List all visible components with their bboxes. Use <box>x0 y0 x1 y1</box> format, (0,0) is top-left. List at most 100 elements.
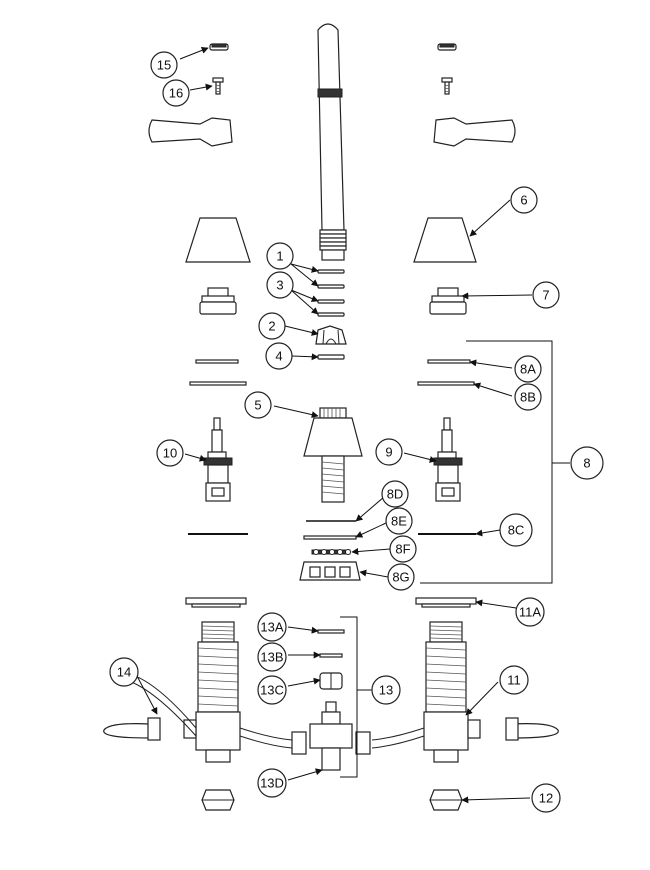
svg-text:13D: 13D <box>260 776 284 791</box>
svg-text:11: 11 <box>507 673 521 688</box>
part-13a-washer <box>317 629 345 634</box>
part-1-oring-a <box>317 269 345 274</box>
svg-text:13A: 13A <box>260 620 283 635</box>
svg-text:8F: 8F <box>395 542 410 557</box>
leader-11a <box>475 599 517 609</box>
part-8b-gasket-left <box>189 381 247 386</box>
part-13d-tee <box>309 701 353 771</box>
leader-8f <box>351 548 391 555</box>
part-16-screw-left <box>212 77 224 95</box>
part-4-washer <box>317 354 345 360</box>
leader-11 <box>465 681 499 716</box>
part-14-hose-right <box>355 717 559 755</box>
callout-13d: 13D <box>257 768 287 798</box>
callout-13c: 13C <box>257 675 287 705</box>
svg-text:15: 15 <box>157 58 171 73</box>
svg-text:9: 9 <box>385 445 392 460</box>
part-6-escutcheon-right <box>413 217 477 263</box>
leader-16 <box>189 83 213 91</box>
leader-8c <box>475 529 501 537</box>
part-13b-washer <box>319 653 343 658</box>
svg-text:8: 8 <box>583 456 590 471</box>
leader-8g <box>359 569 389 578</box>
callout-13b: 13B <box>257 642 287 672</box>
svg-text:5: 5 <box>254 398 261 413</box>
part-13c-coupling <box>319 672 343 690</box>
callout-10: 10 <box>156 439 184 467</box>
part-10-cartridge <box>203 417 233 502</box>
leader-3a <box>290 289 319 302</box>
part-8a-washer-left <box>195 359 239 364</box>
spout <box>317 23 347 261</box>
part-7-bonnet-left <box>199 287 237 315</box>
part-15-cap-left <box>209 43 229 51</box>
leader-14 <box>136 675 158 715</box>
part-8f-chain <box>311 549 351 555</box>
part-11a-plate-left <box>185 597 247 608</box>
leader-1b <box>290 263 319 287</box>
leader-8b <box>473 382 513 397</box>
callout-8g: 8G <box>387 563 415 591</box>
svg-text:8B: 8B <box>520 390 536 405</box>
svg-text:16: 16 <box>169 86 183 101</box>
callout-6: 6 <box>510 186 538 214</box>
callout-8: 8 <box>570 446 604 480</box>
leader-13a <box>287 626 319 634</box>
part-2-spout-nut <box>315 325 347 345</box>
svg-text:3: 3 <box>276 278 283 293</box>
callout-16: 16 <box>162 79 190 107</box>
group-8-bracket <box>420 340 553 584</box>
part-8a-washer-right <box>427 359 471 364</box>
part-3-washer-a <box>317 299 345 304</box>
valve-body-right <box>423 621 481 763</box>
svg-text:13C: 13C <box>260 683 284 698</box>
part-11a-plate-right <box>415 597 477 608</box>
part-8e-washer <box>303 535 357 540</box>
svg-text:12: 12 <box>539 791 553 806</box>
svg-text:8A: 8A <box>520 362 536 377</box>
callout-8d: 8D <box>381 480 409 508</box>
leader-10 <box>184 453 207 462</box>
leader-1a <box>290 263 319 273</box>
lever-handle-right <box>433 117 516 147</box>
part-8b-gasket-right <box>417 381 475 386</box>
leader-13d <box>287 768 323 781</box>
svg-text:8C: 8C <box>508 523 525 538</box>
leader-5 <box>273 405 319 419</box>
leader-9 <box>403 452 437 463</box>
leader-6 <box>469 199 511 237</box>
callout-8b: 8B <box>514 383 542 411</box>
part-1-oring-b <box>317 284 345 289</box>
callout-11: 11 <box>499 665 529 695</box>
part-7-bonnet-right <box>429 287 467 315</box>
svg-text:14: 14 <box>117 665 131 680</box>
callout-11a: 11A <box>515 597 545 627</box>
callout-14: 14 <box>109 657 139 687</box>
callout-8e: 8E <box>385 507 413 535</box>
leader-4 <box>291 353 319 361</box>
svg-text:10: 10 <box>163 446 177 461</box>
leader-2 <box>284 325 319 336</box>
part-3-washer-b <box>317 312 345 317</box>
callout-8c: 8C <box>499 513 533 547</box>
callout-5: 5 <box>244 391 272 419</box>
leader-8e <box>355 522 387 538</box>
callout-1: 1 <box>266 242 294 270</box>
leader-3b <box>290 289 319 315</box>
callout-9: 9 <box>375 438 403 466</box>
callout-2: 2 <box>258 312 286 340</box>
svg-text:11A: 11A <box>519 605 541 620</box>
part-5-spout-base <box>303 407 363 503</box>
leader-7 <box>461 292 533 300</box>
part-16-screw-right <box>441 77 453 95</box>
part-15-cap-right <box>437 43 457 51</box>
part-9-cartridge <box>433 417 463 502</box>
group-13-bracket <box>340 616 358 778</box>
svg-text:8E: 8E <box>391 514 407 529</box>
part-12-nut-left <box>201 789 235 811</box>
part-8g-housing <box>299 561 361 581</box>
leader-8d <box>355 496 385 522</box>
callout-8a: 8A <box>514 355 542 383</box>
callout-15: 15 <box>150 51 178 79</box>
